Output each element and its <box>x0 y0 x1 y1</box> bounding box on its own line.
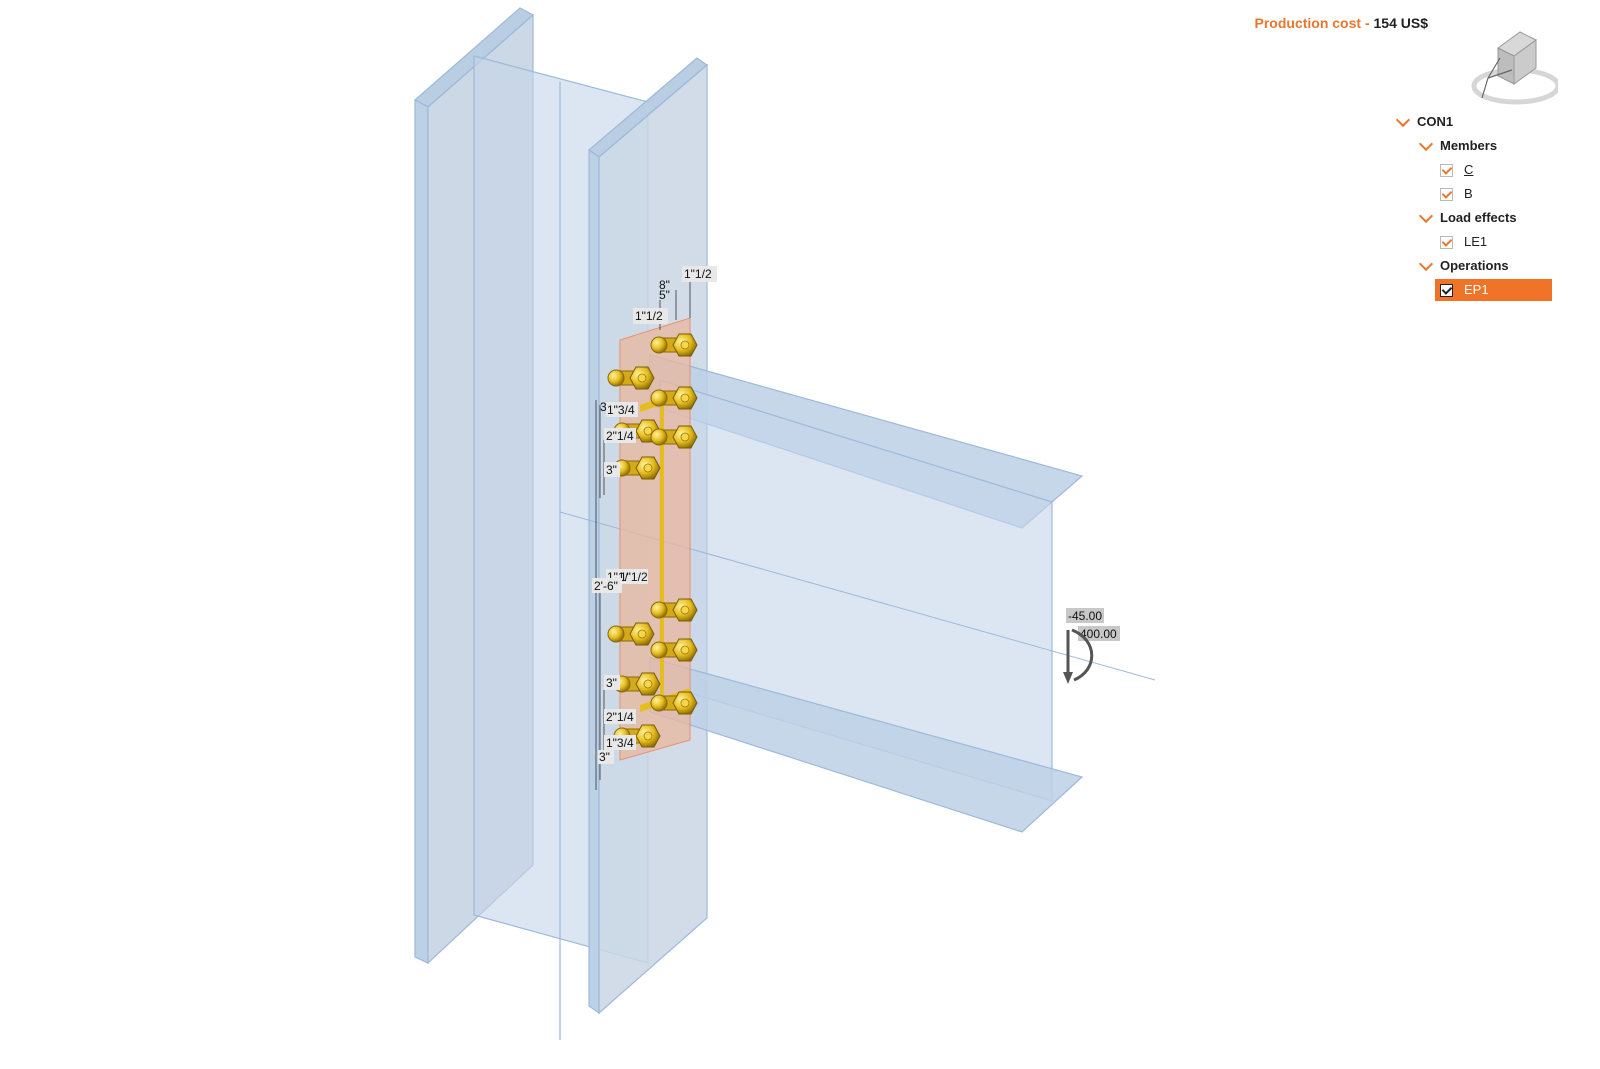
dim-top-stack-3: 2"1/4 <box>606 429 634 443</box>
tree-group-load-effects[interactable]: Load effects <box>1392 206 1592 230</box>
dimension-labels: 1"1/2 8" 5" 1"1/2 3" 1"3/4 2"1/4 3" 1"1/… <box>592 266 717 764</box>
chevron-down-icon[interactable] <box>1418 136 1434 152</box>
dim-mid-small: 1"1/2 <box>620 570 648 584</box>
dim-top-left: 1"1/2 <box>635 309 663 323</box>
tree-group-operations[interactable]: Operations <box>1392 254 1592 278</box>
dim-bottom-stack-2: 2"1/4 <box>606 710 634 724</box>
checkbox-checked-icon[interactable] <box>1440 164 1453 177</box>
dim-width-8: 8" <box>659 278 670 292</box>
dim-bottom-stack-1: 3" <box>606 676 617 690</box>
load-v-label: -45.00 <box>1068 609 1102 623</box>
dim-width-5: 5" <box>659 288 670 302</box>
selection-highlight <box>1435 279 1552 301</box>
dim-top-right: 1"1/2 <box>684 267 712 281</box>
tree-item-operation-ep1[interactable]: EP1 <box>1392 278 1592 302</box>
chevron-down-icon[interactable] <box>1395 112 1411 128</box>
tree-group-label: Load effects <box>1440 210 1517 225</box>
tree-item-label: LE1 <box>1464 234 1488 249</box>
tree-group-label: Operations <box>1440 258 1509 273</box>
dim-overall-height: 2'-6" <box>594 579 618 593</box>
checkbox-checked-icon[interactable] <box>1440 284 1453 297</box>
chevron-down-icon[interactable] <box>1418 208 1434 224</box>
chevron-down-icon[interactable] <box>1418 256 1434 272</box>
production-cost-label: Production cost <box>1254 15 1362 31</box>
tree-item-member-c[interactable]: C <box>1392 158 1592 182</box>
checkbox-checked-icon[interactable] <box>1440 236 1453 249</box>
tree-group-members[interactable]: Members <box>1392 134 1592 158</box>
dim-top-stack-2: 1"3/4 <box>607 403 635 417</box>
load-effect[interactable]: -45.00 400.00 <box>1063 608 1120 684</box>
tree-root-label: CON1 <box>1417 114 1454 129</box>
tree-root[interactable]: CON1 <box>1392 110 1592 134</box>
tree-item-load-effect-le1[interactable]: LE1 <box>1392 230 1592 254</box>
tree-item-member-b[interactable]: B <box>1392 182 1592 206</box>
dim-bottom-stack-4: 3" <box>599 750 610 764</box>
tree-item-label: B <box>1464 186 1473 201</box>
tree-item-label: C <box>1464 162 1474 177</box>
production-cost-value: 154 US$ <box>1373 15 1428 31</box>
dim-top-stack-1: 3" <box>600 400 611 414</box>
moment-arrow-icon <box>1071 628 1094 682</box>
tree-group-label: Members <box>1440 138 1498 153</box>
navigation-cube-icon[interactable] <box>1468 28 1558 108</box>
load-m-label: 400.00 <box>1080 627 1117 641</box>
model-tree: CON1 Members C B Load effects LE1 Operat… <box>1392 110 1592 302</box>
checkbox-checked-icon[interactable] <box>1440 188 1453 201</box>
dim-top-stack-4: 3" <box>606 463 617 477</box>
production-cost-separator: - <box>1364 15 1370 31</box>
production-cost: Production cost - 154 US$ <box>1255 15 1429 31</box>
dim-bottom-stack-3: 1"3/4 <box>606 736 634 750</box>
tree-item-label: EP1 <box>1464 282 1489 297</box>
